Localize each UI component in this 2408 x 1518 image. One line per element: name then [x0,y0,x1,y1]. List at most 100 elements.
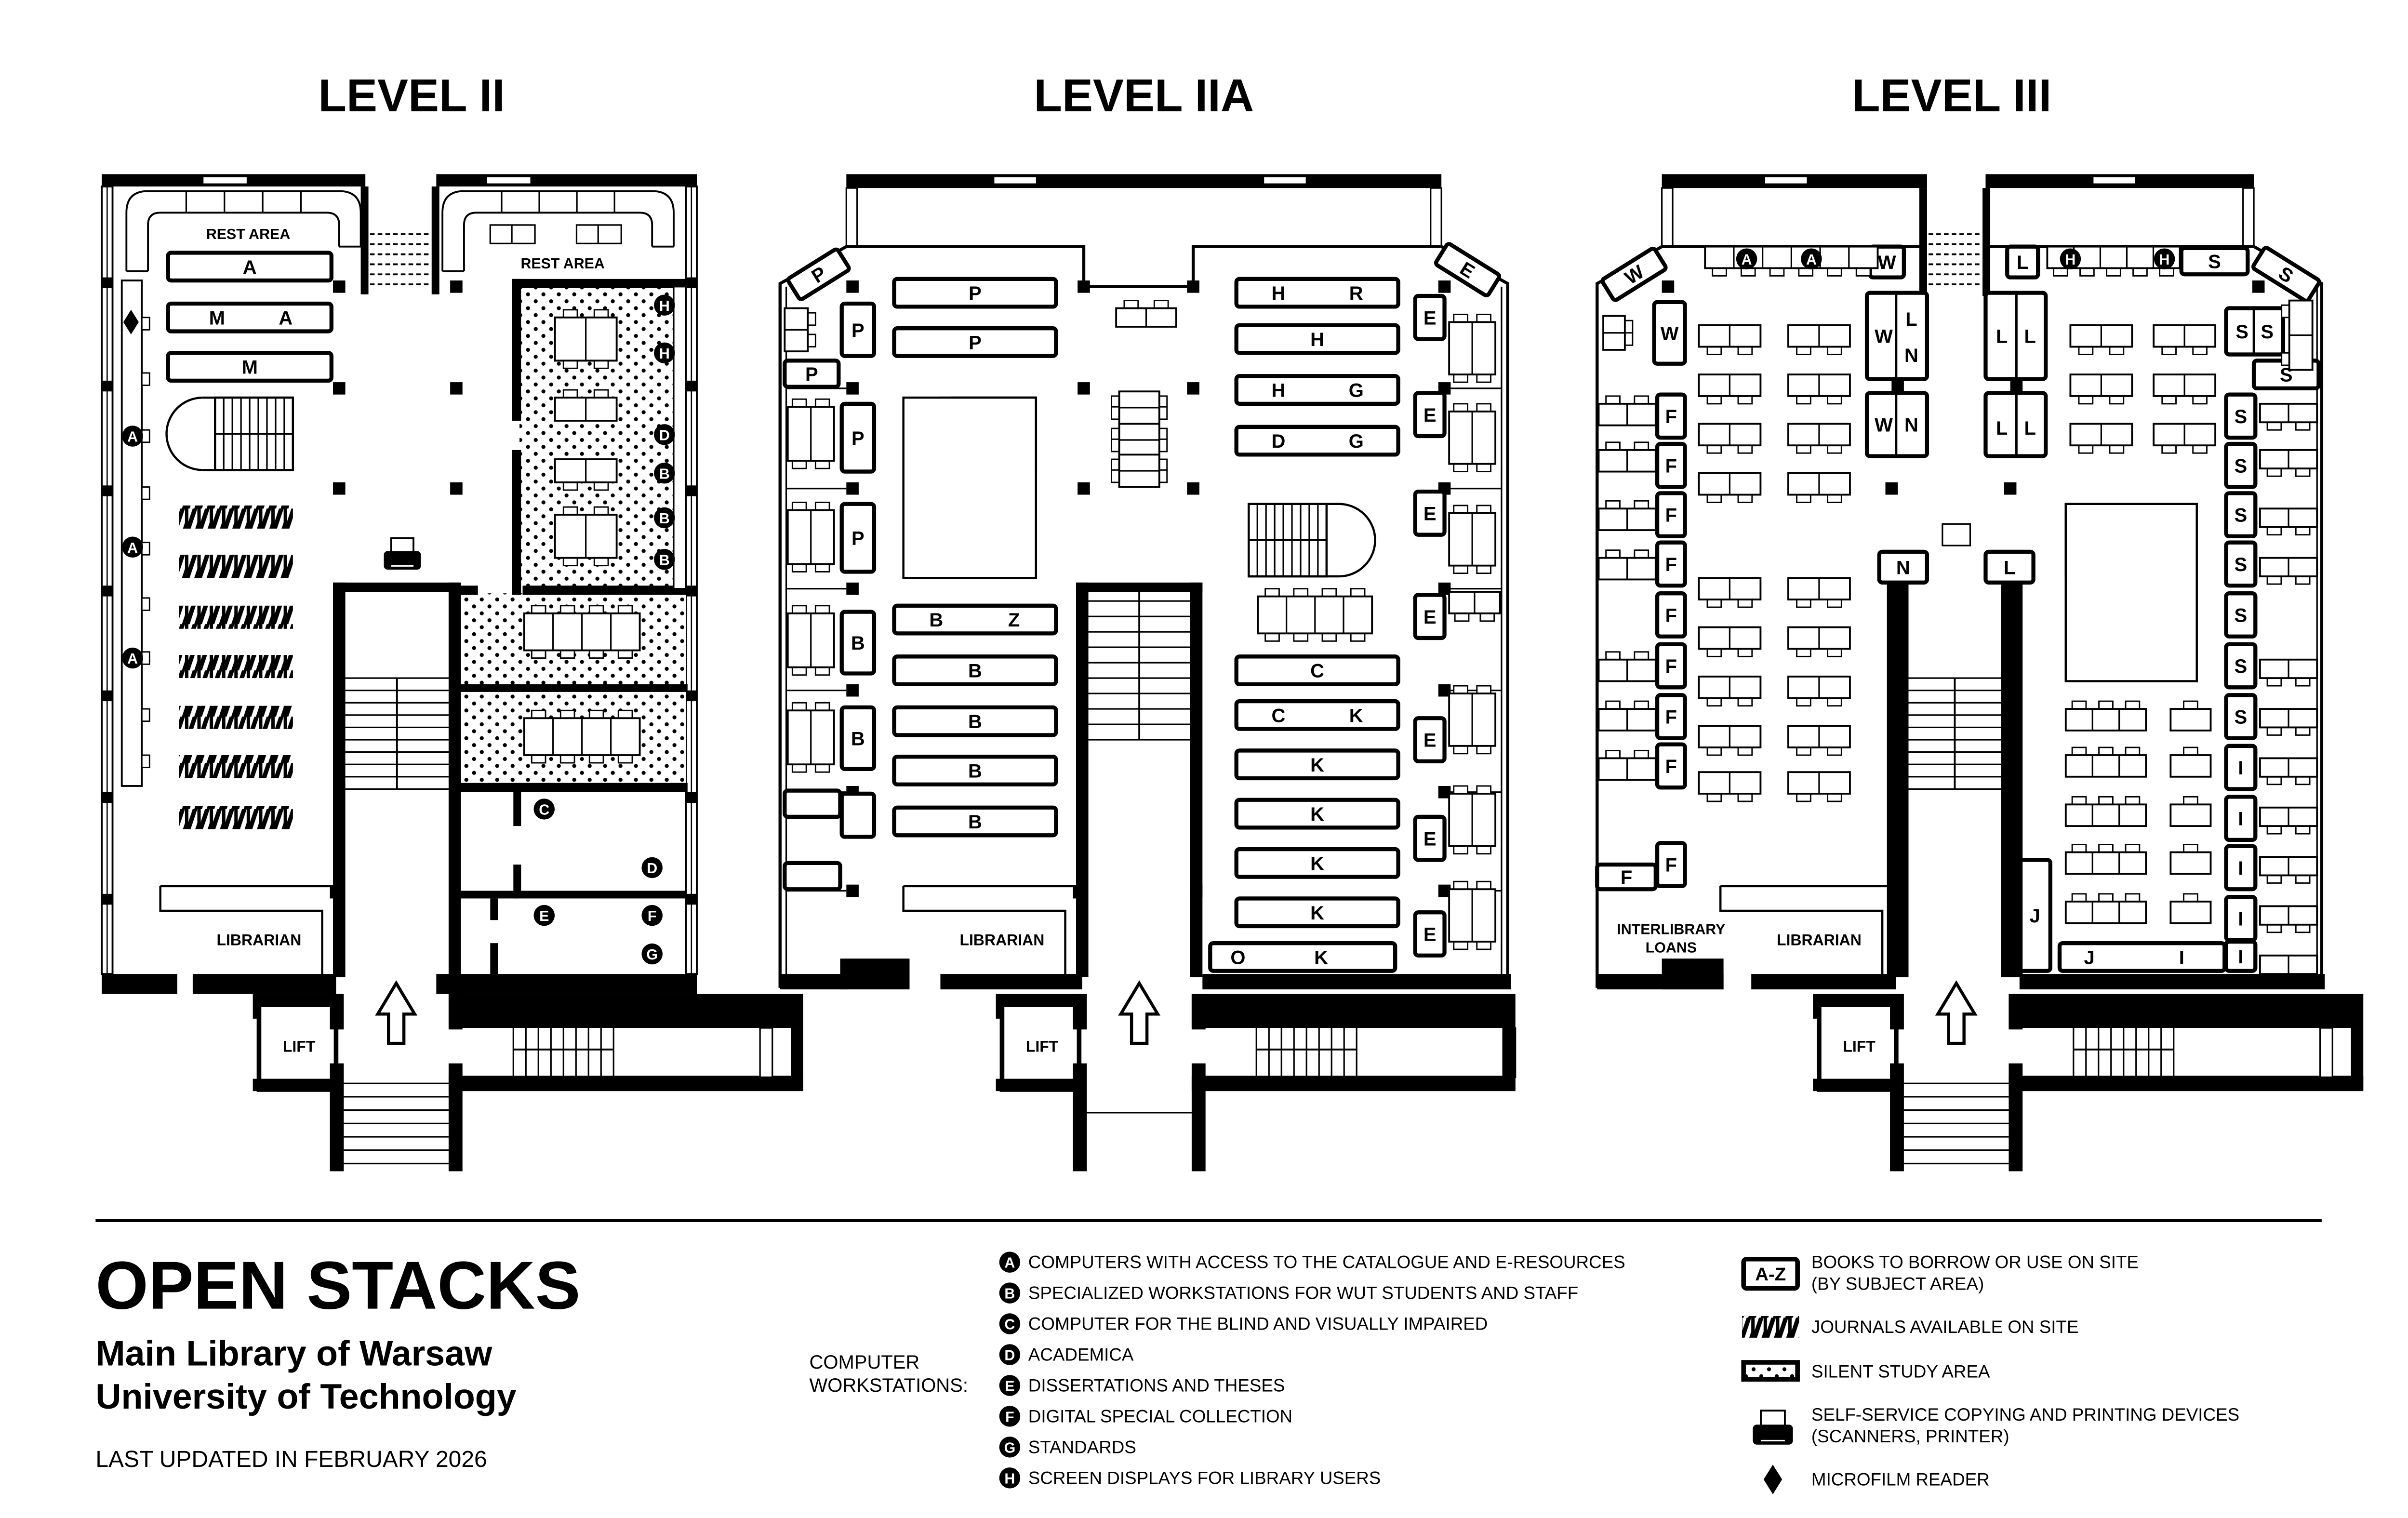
bookshelf[interactable]: S [2224,491,2258,539]
bookshelf[interactable]: L [2005,244,2040,280]
bookshelf[interactable]: S [2224,591,2258,639]
bookshelf[interactable]: J [2017,858,2052,973]
bookshelf[interactable]: F [1655,491,1687,539]
bookshelf[interactable]: I [2224,795,2258,842]
bookshelf[interactable]: F [1655,693,1687,740]
bookshelf[interactable]: F [1655,441,1687,489]
wall [253,1079,343,1092]
bookshelf[interactable]: S [2224,392,2258,440]
bookshelf[interactable]: E [1413,814,1447,862]
shelf-body [2251,246,2321,303]
bookshelf[interactable]: E [1413,391,1447,439]
bookshelf[interactable]: K [1234,798,1400,830]
workstation-marker[interactable]: A [1801,248,1822,270]
bookshelf[interactable]: M [166,351,333,383]
bookshelf[interactable]: F [1655,591,1687,639]
wall [333,582,346,977]
workstation-marker[interactable]: D [654,424,675,445]
bookshelf[interactable]: K [1234,847,1400,879]
workstation-marker[interactable]: F [641,905,663,926]
shelf-subject-letter: M [209,307,225,329]
workstation-marker[interactable]: B [654,507,675,529]
bookshelf[interactable]: E [1413,293,1447,341]
bookshelf[interactable]: I [2224,939,2258,973]
bookshelf[interactable]: K [1234,896,1400,929]
bookshelf[interactable]: S [2224,441,2258,489]
bookshelf[interactable]: B [839,705,877,771]
bookshelf[interactable]: F [1655,642,1687,690]
bookshelf[interactable]: W [1600,246,1668,302]
workstation-marker[interactable]: A [1736,248,1757,270]
bookshelf[interactable]: E [1413,593,1447,640]
bookshelf[interactable]: S [2224,642,2258,690]
workstation-marker[interactable]: C [533,799,555,820]
bookshelf[interactable]: P [839,401,877,474]
bookshelf[interactable]: E [1413,716,1447,763]
workstation-marker[interactable]: E [533,905,555,926]
marker-circle [654,549,675,570]
workstation-marker[interactable]: D [641,857,663,879]
bookshelf[interactable]: B [892,755,1058,786]
bookshelf[interactable]: S [2179,246,2250,277]
bookshelf[interactable]: F [1655,392,1687,440]
bookshelf[interactable]: S [2224,693,2258,740]
bookshelf[interactable]: P [786,247,851,301]
workstation-marker[interactable]: A [122,647,143,669]
bookshelf[interactable]: I [2224,844,2258,892]
bookshelf[interactable]: W [1652,300,1687,366]
bookshelf[interactable]: F [1655,742,1687,790]
bookshelf[interactable]: L [1983,549,2035,585]
workstation-marker[interactable]: H [654,294,675,316]
bookshelf[interactable]: E [1434,242,1502,297]
stair-landing [2064,503,2198,682]
bookshelf[interactable]: A [166,251,333,283]
bookshelf[interactable]: S [2224,540,2258,588]
bookshelf[interactable]: I [2224,744,2258,791]
bookshelf[interactable]: F [1655,841,1687,888]
bookshelf[interactable]: B [892,705,1058,737]
bookshelf[interactable]: F [1655,540,1687,588]
workstation-marker[interactable]: B [654,463,675,484]
bookshelf[interactable]: C [1234,654,1400,687]
bookshelf[interactable]: I [2224,895,2258,942]
lift-label: LIFT [283,1038,316,1055]
bookshelf[interactable]: E [1413,910,1447,958]
chair [1476,941,1491,950]
bookshelf[interactable]: P [839,301,877,358]
bookshelf[interactable] [783,788,842,819]
bookshelf[interactable]: H [1234,323,1400,355]
bookshelf[interactable]: E [1413,489,1447,537]
bookshelf[interactable] [839,791,877,839]
bookshelf[interactable]: P [892,277,1058,309]
bookshelf[interactable]: P [783,359,841,389]
bookshelf[interactable]: S [2251,246,2321,303]
workstation-marker[interactable]: A [122,426,143,447]
chair [1605,500,1621,509]
bookshelf[interactable]: K [1234,748,1400,781]
bookshelf[interactable]: F [1595,862,1658,892]
bookshelf[interactable]: B [839,610,877,676]
bookshelf[interactable]: B [892,805,1058,838]
bookshelf[interactable]: N [1877,549,1929,585]
workstation-marker[interactable]: G [641,943,663,965]
bookshelf[interactable]: P [892,326,1058,358]
workstation-marker[interactable]: B [654,549,675,570]
workstation-marker[interactable]: A [122,536,143,558]
chair [807,312,816,326]
column [333,280,346,293]
workstation-marker[interactable]: H [654,342,675,364]
bookshelf[interactable]: P [839,502,877,574]
workstation-marker[interactable]: H [2154,248,2175,270]
bookshelf[interactable] [783,861,842,892]
bookshelf[interactable]: B [892,654,1058,687]
workstation-marker[interactable]: H [2060,248,2081,270]
